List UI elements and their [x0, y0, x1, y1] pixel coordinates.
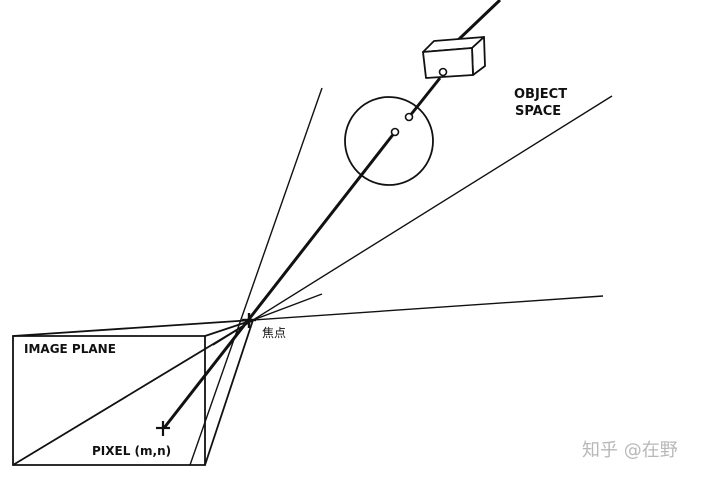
image-plane-label: IMAGE PLANE: [24, 342, 116, 356]
watermark-text: 知乎 @在野: [582, 440, 678, 461]
frustum-line-upper-shallow: [212, 95, 613, 346]
focal-point-label: 焦点: [262, 326, 286, 340]
frustum-line-right: [252, 295, 604, 321]
image-plane-box: [12, 319, 254, 466]
frustum-line-short: [252, 293, 323, 321]
object-space-label-line1: OBJECT: [514, 87, 567, 102]
cube-object: [422, 36, 486, 79]
focal-point-cross: [242, 313, 256, 328]
ray-intersection-point-inner: [390, 127, 400, 137]
cube-intersection-point: [438, 67, 448, 77]
sphere-object: [344, 96, 434, 186]
ray-intersection-point-outer: [404, 112, 414, 122]
object-space-label-line2: SPACE: [515, 104, 561, 119]
pixel-label: PIXEL (m,n): [92, 444, 171, 458]
view-frustum-lines: [189, 87, 613, 466]
primary-ray: [162, 0, 502, 429]
pixel-cross: [156, 421, 170, 436]
frustum-line-upper-steep: [189, 87, 323, 466]
